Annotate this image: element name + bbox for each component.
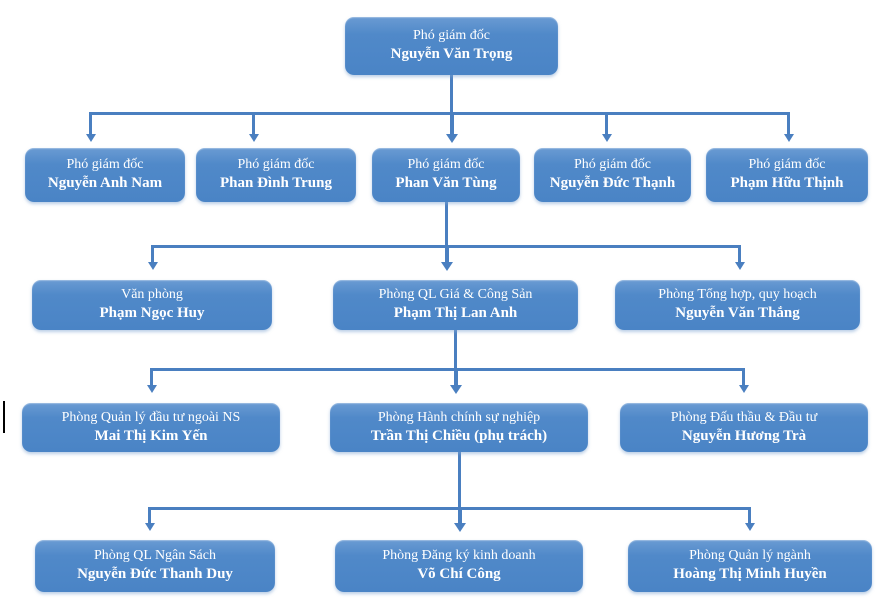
connector-arrow-l2-1 — [85, 112, 96, 142]
connector-root-hline — [89, 112, 790, 115]
org-node-l5-1: Phòng QL Ngân Sách Nguyễn Đức Thanh Duy — [35, 540, 275, 592]
org-node-l5-3: Phòng Quản lý ngành Hoàng Thị Minh Huyền — [628, 540, 872, 592]
org-node-l4-3: Phòng Đấu thầu & Đầu tư Nguyễn Hương Trà — [620, 403, 868, 452]
connector-arrow-l2-3 — [446, 112, 458, 143]
node-title: Phòng Hành chính sự nghiệp — [377, 409, 541, 425]
org-node-l2-4: Phó giám đốc Nguyễn Đức Thạnh — [534, 148, 691, 202]
node-person-name: Trần Thị Chiều (phụ trách) — [370, 427, 548, 444]
org-node-l2-1: Phó giám đốc Nguyễn Anh Nam — [25, 148, 185, 202]
org-node-l5-2: Phòng Đăng ký kinh doanh Võ Chí Công — [335, 540, 583, 592]
connector-arrow-l4-2 — [450, 368, 462, 394]
node-title: Phó giám đốc — [66, 157, 144, 173]
node-title: Phòng Đăng ký kinh doanh — [382, 548, 536, 564]
connector-l2-stem — [445, 202, 448, 245]
node-person-name: Nguyễn Đức Thanh Duy — [77, 566, 233, 583]
node-title: Phó giám đốc — [413, 28, 490, 44]
connector-arrow-l2-2 — [248, 112, 259, 142]
org-node-l2-5: Phó giám đốc Phạm Hữu Thịnh — [706, 148, 868, 202]
node-person-name: Võ Chí Công — [417, 566, 501, 583]
node-person-name: Nguyễn Anh Nam — [47, 175, 163, 192]
node-person-name: Nguyễn Hương Trà — [681, 427, 807, 444]
stray-cursor-mark — [3, 401, 5, 433]
connector-arrow-l4-3 — [738, 368, 749, 393]
connector-l4-hline — [148, 507, 750, 510]
node-person-name: Nguyễn Văn Trọng — [390, 46, 513, 63]
connector-l4-stem — [458, 452, 461, 507]
connector-arrow-l2-4 — [601, 112, 612, 142]
org-node-l4-1: Phòng Quản lý đầu tư ngoài NS Mai Thị Ki… — [22, 403, 280, 452]
node-person-name: Phan Văn Tùng — [395, 175, 497, 192]
connector-arrow-l5-3 — [744, 507, 755, 531]
connector-arrow-l5-1 — [144, 507, 155, 531]
connector-arrow-l2-5 — [783, 112, 794, 142]
node-person-name: Phạm Hữu Thịnh — [730, 175, 844, 192]
connector-arrow-l3-1 — [147, 245, 158, 270]
node-title: Phòng Quản lý đầu tư ngoài NS — [61, 409, 241, 425]
org-node-l3-3: Phòng Tổng hợp, quy hoạch Nguyễn Văn Thắ… — [615, 280, 860, 330]
node-person-name: Nguyễn Đức Thạnh — [549, 175, 676, 192]
node-title: Phòng Đấu thầu & Đầu tư — [670, 409, 818, 425]
node-person-name: Phạm Ngọc Huy — [99, 305, 205, 322]
node-person-name: Hoàng Thị Minh Huyền — [673, 566, 827, 583]
node-person-name: Mai Thị Kim Yến — [94, 427, 208, 444]
node-person-name: Phạm Thị Lan Anh — [393, 305, 518, 322]
connector-l3-hline — [150, 368, 744, 371]
node-title: Văn phòng — [121, 287, 183, 303]
node-title: Phó giám đốc — [237, 157, 315, 173]
node-person-name: Nguyễn Văn Thắng — [675, 305, 800, 322]
connector-arrow-l3-2 — [441, 245, 453, 271]
node-title: Phó giám đốc — [574, 157, 651, 173]
node-title: Phòng QL Giá & Công Sản — [378, 287, 533, 303]
node-title: Phòng QL Ngân Sách — [94, 548, 216, 564]
connector-root-stem — [450, 75, 453, 112]
node-title: Phòng Quản lý ngành — [689, 548, 811, 564]
org-node-l3-1: Văn phòng Phạm Ngọc Huy — [32, 280, 272, 330]
org-node-l2-2: Phó giám đốc Phan Đình Trung — [196, 148, 356, 202]
node-title: Phòng Tổng hợp, quy hoạch — [658, 287, 817, 303]
connector-arrow-l3-3 — [734, 245, 745, 270]
org-node-l4-2: Phòng Hành chính sự nghiệp Trần Thị Chiề… — [330, 403, 588, 452]
connector-l3-stem — [454, 330, 457, 368]
org-node-l3-2: Phòng QL Giá & Công Sản Phạm Thị Lan Anh — [333, 280, 578, 330]
org-node-root: Phó giám đốc Nguyễn Văn Trọng — [345, 17, 558, 75]
connector-arrow-l5-2 — [454, 507, 466, 532]
node-title: Phó giám đốc — [748, 157, 826, 173]
node-person-name: Phan Đình Trung — [220, 175, 332, 192]
connector-arrow-l4-1 — [146, 368, 157, 393]
org-node-l2-3: Phó giám đốc Phan Văn Tùng — [372, 148, 520, 202]
node-title: Phó giám đốc — [407, 157, 485, 173]
